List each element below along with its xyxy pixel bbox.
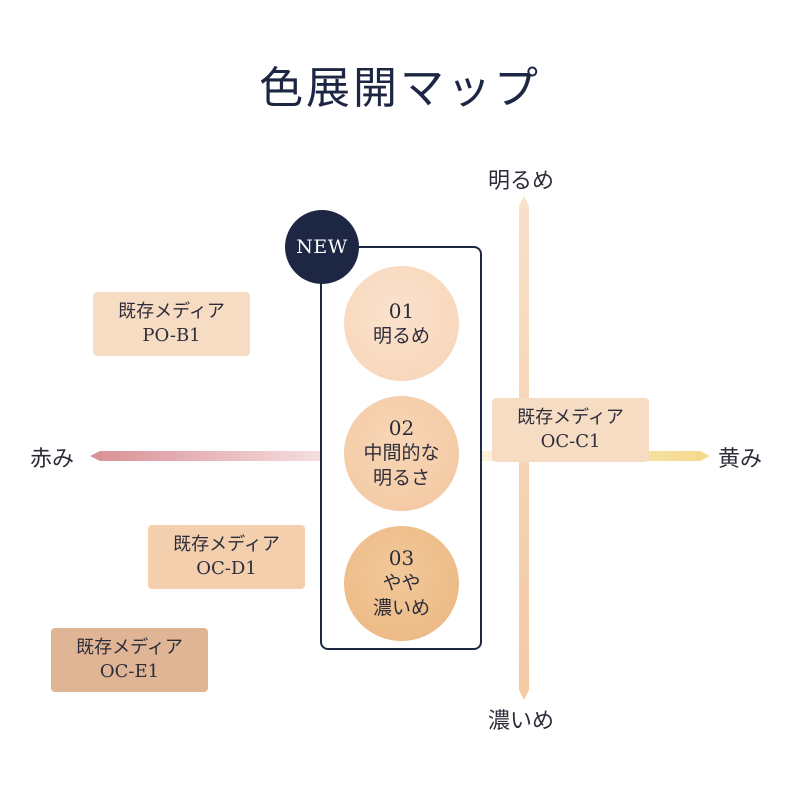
existing-shade-card: 既存メディア OC-E1 <box>51 628 208 692</box>
existing-shade-code: OC-E1 <box>99 661 160 682</box>
existing-shade-code: PO-B1 <box>142 325 201 346</box>
axis-label-bottom: 濃いめ <box>488 709 555 734</box>
axis-label-left: 赤み <box>30 447 75 472</box>
new-badge: NEW <box>285 210 359 284</box>
existing-shade-label: 既存メディア <box>118 301 225 322</box>
existing-shade-code: OC-D1 <box>196 558 257 579</box>
axis-label-top: 明るめ <box>488 169 555 194</box>
existing-shade-code: OC-C1 <box>540 431 601 452</box>
existing-shade-label: 既存メディア <box>517 407 624 428</box>
existing-shade-card: 既存メディア OC-C1 <box>492 398 649 462</box>
shade-name: 中間的な <box>363 442 440 464</box>
shade-number: 03 <box>388 546 415 570</box>
existing-shade-card: 既存メディア PO-B1 <box>93 292 250 356</box>
shade-number: 02 <box>388 416 415 440</box>
shade-swatch-02: 02 中間的な 明るさ <box>344 396 459 511</box>
existing-shade-label: 既存メディア <box>76 637 183 658</box>
axis-label-right: 黄み <box>718 447 763 472</box>
page-title: 色展開マップ <box>259 63 541 114</box>
shade-name: やや <box>382 572 421 594</box>
shade-number: 01 <box>388 298 415 323</box>
shade-swatch-03: 03 やや 濃いめ <box>344 526 459 641</box>
shade-name-line2: 濃いめ <box>372 597 430 619</box>
existing-shade-card: 既存メディア OC-D1 <box>148 525 305 589</box>
existing-shade-label: 既存メディア <box>173 534 280 555</box>
shade-swatch-01: 01 明るめ <box>344 266 459 381</box>
shade-name: 明るめ <box>372 324 430 347</box>
shade-name-line2: 明るさ <box>372 467 430 489</box>
